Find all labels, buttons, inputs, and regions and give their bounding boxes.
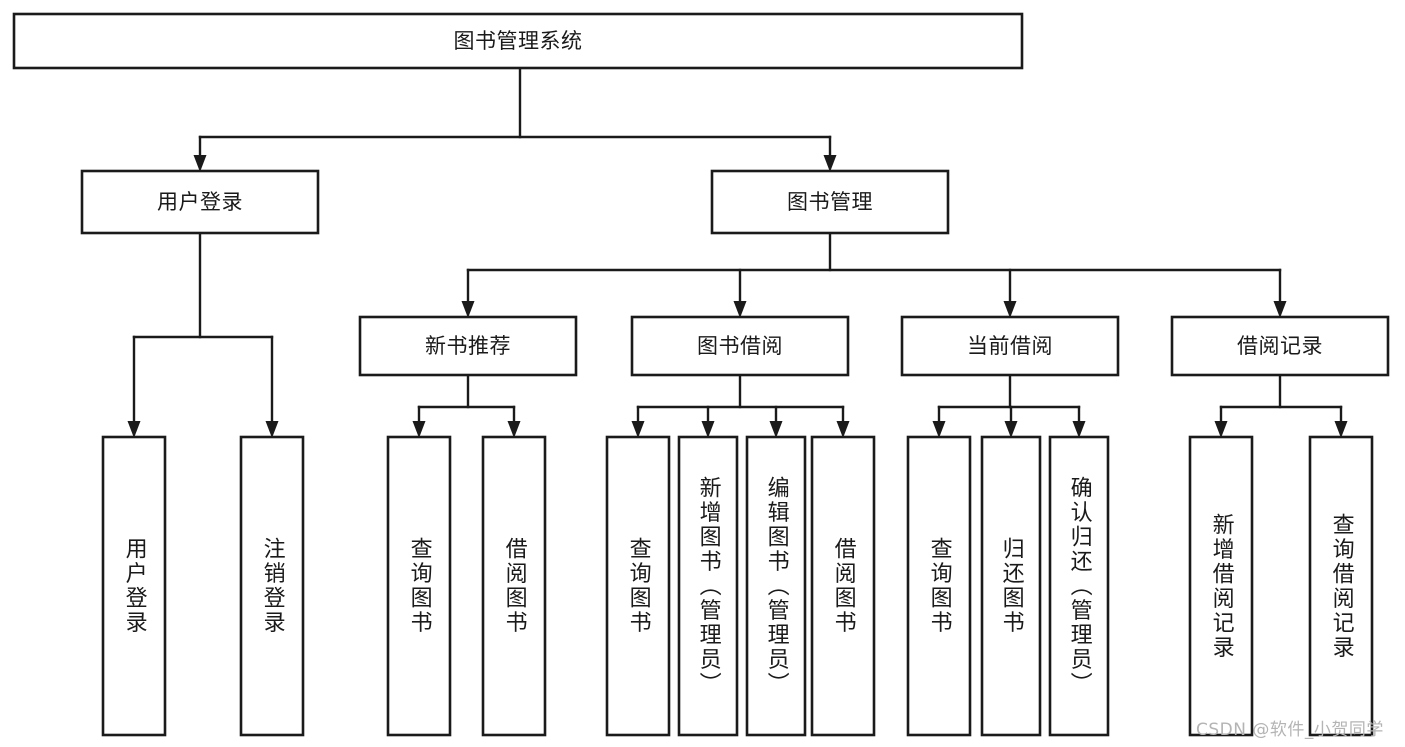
arrow-head-icon: [127, 421, 141, 438]
connector-group-bus-book-borrow: [636, 373, 845, 409]
node-box-new-book-rec[interactable]: [358, 315, 578, 377]
connectors-layer: [127, 66, 1348, 438]
arrow-head-icon: [461, 301, 475, 318]
node-label-new-book-rec: 新书推荐: [425, 334, 511, 358]
node-label-book-borrow: 图书借阅: [697, 334, 783, 358]
arrow-group-bus-book-borrow: [631, 405, 850, 438]
connector-group-bus-current-borrow: [937, 373, 1081, 409]
arrow-group-bus-book-manage: [461, 268, 1287, 318]
node-box-leaf-user-login[interactable]: [101, 435, 167, 737]
node-label-root: 图书管理系统: [454, 29, 583, 53]
node-box-current-borrow[interactable]: [900, 315, 1120, 377]
arrow-group-bus-new-book-rec: [412, 405, 521, 438]
node-label-current-borrow: 当前借阅: [967, 334, 1053, 358]
node-box-user-login[interactable]: [80, 169, 320, 235]
node-box-leaf-borrow-book[interactable]: [810, 435, 876, 737]
arrow-head-icon: [507, 421, 521, 438]
csdn-watermark: CSDN @软件_小贺同学: [1196, 720, 1384, 740]
node-box-book-borrow[interactable]: [630, 315, 850, 377]
arrow-head-icon: [769, 421, 783, 438]
arrow-group-bus-user-login: [127, 335, 279, 438]
node-label-borrow-record: 借阅记录: [1237, 334, 1323, 358]
arrow-head-icon: [193, 155, 207, 172]
node-box-book-manage[interactable]: [710, 169, 950, 235]
boxes-layer: [12, 12, 1390, 737]
node-label-book-manage: 图书管理: [787, 190, 873, 214]
node-box-leaf-edit-book[interactable]: [745, 435, 807, 737]
arrow-head-icon: [631, 421, 645, 438]
arrow-head-icon: [1072, 421, 1086, 438]
arrow-head-icon: [836, 421, 850, 438]
node-box-borrow-record[interactable]: [1170, 315, 1390, 377]
arrow-head-icon: [932, 421, 946, 438]
arrow-group-bus-root: [193, 135, 837, 172]
node-box-root[interactable]: [12, 12, 1024, 70]
arrow-head-icon: [265, 421, 279, 438]
connector-group-bus-root: [198, 66, 832, 139]
node-box-leaf-confirm-return[interactable]: [1048, 435, 1110, 737]
node-box-leaf-add-book[interactable]: [677, 435, 739, 737]
connector-group-bus-borrow-record: [1219, 373, 1343, 409]
node-box-leaf-user-logout[interactable]: [239, 435, 305, 737]
arrow-head-icon: [733, 301, 747, 318]
node-box-leaf-return-book[interactable]: [980, 435, 1042, 737]
arrow-head-icon: [1003, 301, 1017, 318]
arrow-head-icon: [1004, 421, 1018, 438]
node-label-user-login: 用户登录: [157, 190, 243, 214]
arrow-head-icon: [1334, 421, 1348, 438]
arrow-group-bus-current-borrow: [932, 405, 1086, 438]
arrow-head-icon: [823, 155, 837, 172]
node-box-leaf-query-record[interactable]: [1308, 435, 1374, 737]
node-box-leaf-query-book-rec[interactable]: [386, 435, 452, 737]
node-box-leaf-borrow-book-rec[interactable]: [481, 435, 547, 737]
arrow-head-icon: [412, 421, 426, 438]
node-box-leaf-add-record[interactable]: [1188, 435, 1254, 737]
arrow-head-icon: [1214, 421, 1228, 438]
connector-group-bus-new-book-rec: [417, 373, 516, 409]
arrow-head-icon: [1273, 301, 1287, 318]
node-box-leaf-query-book-cur[interactable]: [906, 435, 972, 737]
connector-group-bus-book-manage: [466, 231, 1282, 272]
node-box-leaf-query-book[interactable]: [605, 435, 671, 737]
connector-group-bus-user-login: [132, 231, 274, 339]
arrow-group-bus-borrow-record: [1214, 405, 1348, 438]
arrow-head-icon: [701, 421, 715, 438]
